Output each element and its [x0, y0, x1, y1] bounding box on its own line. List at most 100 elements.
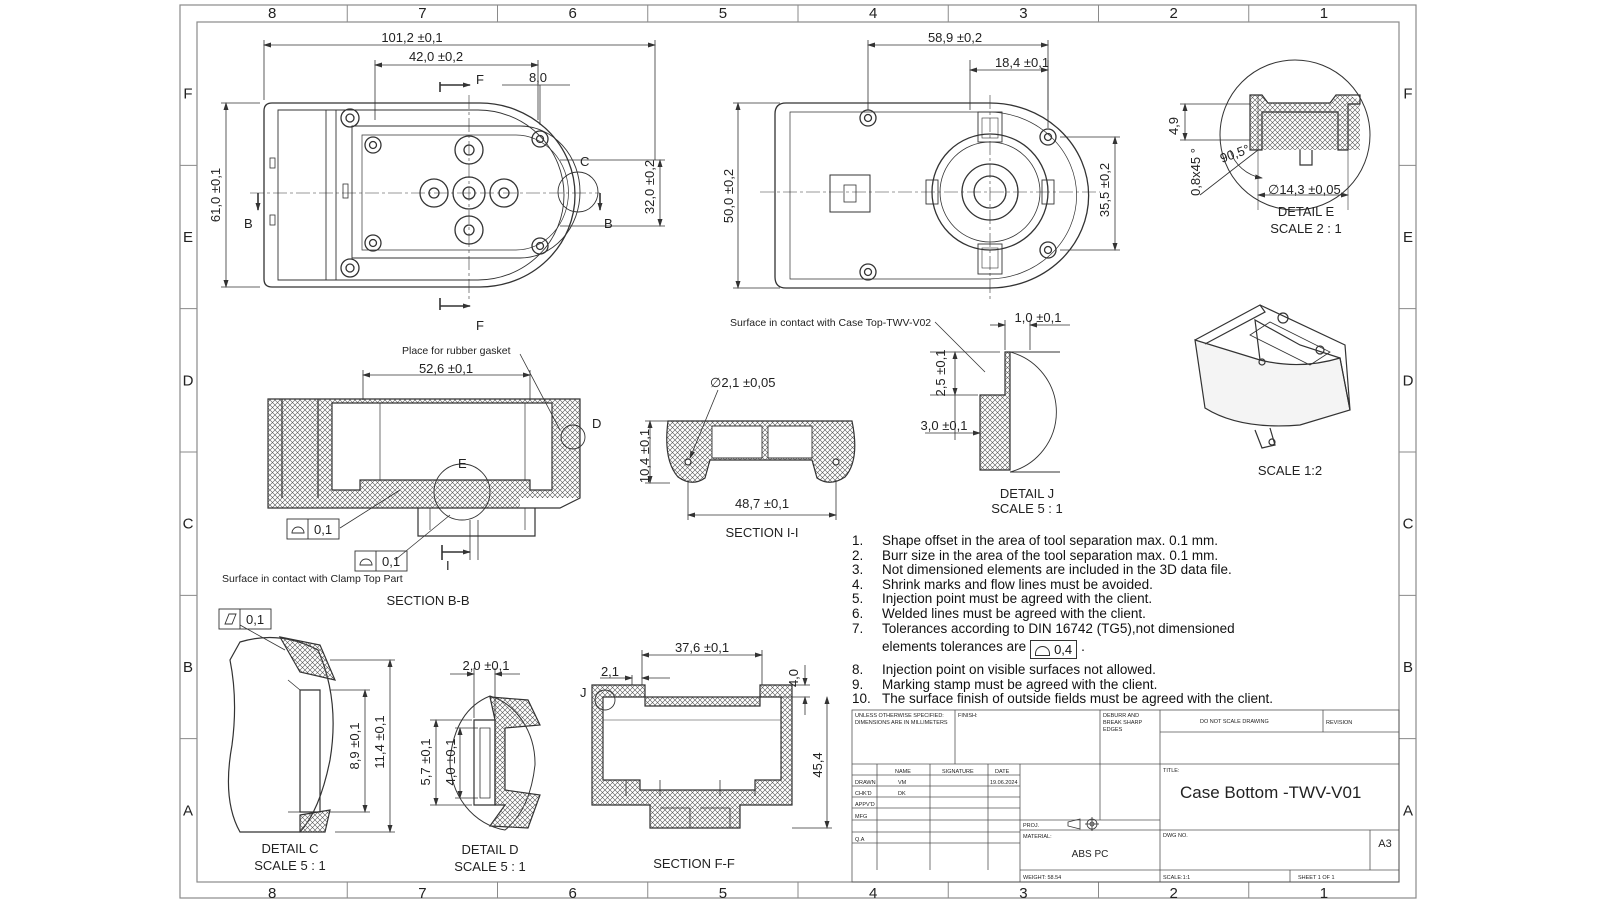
zone-row-label: E — [183, 229, 193, 246]
note-item: 10. The surface finish of outside fields … — [852, 692, 1322, 707]
note-item: 6. Welded lines must be agreed with the c… — [852, 605, 1322, 622]
isometric-view — [1194, 304, 1351, 449]
zone-col-label: 4 — [869, 5, 877, 22]
detail-j-dims — [925, 320, 1070, 470]
clamp-note: Surface in contact with Clamp Top Part — [222, 573, 403, 585]
note-text: Injection point on visible surfaces not … — [882, 662, 1156, 678]
tb-appvd: APPV'D — [855, 802, 875, 808]
section-ii-dims — [645, 389, 837, 520]
dim-2-1: 2,1 — [601, 664, 619, 679]
section-mark-f-top: F — [476, 72, 484, 87]
note-text: Burr size in the area of the tool separa… — [882, 547, 1219, 563]
tb-material: ABS PC — [1072, 849, 1109, 860]
note-text: Welded lines must be agreed with the cli… — [882, 605, 1146, 621]
title-block-text: UNLESS OTHERWISE SPECIFIED: DIMENSIONS A… — [855, 713, 1392, 881]
dim-32-0: 32,0 ±0,2 — [642, 160, 657, 214]
note-number: 10. — [852, 691, 871, 707]
detail-j-title: DETAIL J — [1000, 486, 1054, 501]
detail-j-scale: SCALE 5 : 1 — [991, 501, 1063, 516]
dim-101-2: 101,2 ±0,1 — [381, 30, 442, 45]
dim-37-6: 37,6 ±0,1 — [675, 640, 729, 655]
dim-52-6: 52,6 ±0,1 — [419, 361, 473, 376]
zone-col-label: 4 — [869, 885, 877, 900]
tb-edges: EDGES — [1103, 727, 1123, 733]
dim-11-4: 11,4 ±0,1 — [372, 715, 387, 768]
zone-row-label: F — [1403, 86, 1412, 103]
zone-row-label: A — [1403, 802, 1413, 819]
dim-dia-2-1: ∅2,1 ±0,05 — [710, 375, 775, 390]
section-bb-dims — [339, 353, 561, 561]
zone-col-label: 2 — [1169, 885, 1177, 900]
section-ii-labels: ∅2,1 ±0,05 10,4 ±0,1 48,7 ±0,1 SECTION I… — [637, 375, 798, 540]
zone-col-label: 6 — [568, 5, 576, 22]
dim-2-0: 2,0 ±0,1 — [463, 658, 510, 673]
note-item: 5.Injection point must be agreed with th… — [852, 592, 1322, 607]
tb-drawn: DRAWN — [855, 780, 876, 786]
dim-61-0: 61,0 ±0,1 — [208, 168, 223, 222]
tb-size: A3 — [1378, 838, 1391, 850]
zone-col-label: 7 — [418, 885, 426, 900]
detail-e-view — [1219, 59, 1371, 211]
zone-col-label: 5 — [719, 5, 727, 22]
detail-j-view — [979, 351, 1060, 473]
note-number: 1. — [852, 533, 864, 548]
dim-48-7: 48,7 ±0,1 — [735, 496, 789, 511]
detail-d-scale: SCALE 5 : 1 — [454, 859, 526, 874]
section-bb-view — [267, 398, 586, 560]
dim-5-7: 5,7 ±0,1 — [418, 739, 433, 786]
tb-chkd-name: DK — [898, 791, 906, 797]
dim-1-0: 1,0 ±0,1 — [1015, 310, 1062, 325]
tb-h-signature: SIGNATURE — [942, 769, 974, 775]
tb-chkd: CHK'D — [855, 791, 872, 797]
zone-row-label: D — [1403, 372, 1414, 389]
tb-dims-mm: DIMENSIONS ARE IN MILLIMETERS — [855, 720, 948, 726]
tb-deburr: DEBURR AND — [1103, 713, 1139, 719]
note-item: 8.Injection point on visible surfaces no… — [852, 663, 1322, 678]
zone-row-label: A — [183, 802, 193, 819]
dim-8-0: 8,0 — [529, 70, 547, 85]
note-number: 9. — [852, 676, 864, 692]
zone-row-label: C — [1403, 516, 1414, 533]
note-text: Tolerances according to DIN 16742 (TG5),… — [882, 620, 1235, 636]
zone-row-label: B — [183, 659, 193, 676]
section-bb-tol-2-value: 0,1 — [382, 554, 400, 569]
detail-d-dims — [430, 668, 520, 806]
note-item: 7. Tolerances according to DIN 16742 (TG5… — [852, 620, 1322, 637]
note-item: 2.Burr size in the area of the tool sepa… — [852, 547, 1322, 564]
detail-c-flat-value: 0,1 — [246, 612, 264, 627]
zone-col-label: 2 — [1169, 5, 1177, 22]
note-item: 1.Shape offset in the area of tool separ… — [852, 533, 1322, 549]
tb-proj: PROJ. — [1023, 823, 1040, 829]
tb-dwg-no: DWG NO. — [1163, 833, 1188, 839]
detail-d-view — [449, 695, 541, 831]
note-item: 9.Marking stamp must be agreed with the … — [852, 676, 1322, 693]
note-item: 3.Not dimensioned elements are included … — [852, 563, 1322, 578]
dim-dia-14-3: ∅14,3 ±0,05 — [1268, 182, 1341, 197]
note-text: The surface finish of outside fields mus… — [882, 691, 1273, 707]
profile-tolerance-frame: 0,4 — [1030, 640, 1078, 660]
tb-material-label: MATERIAL: — [1023, 834, 1052, 840]
dim-10-4: 10,4 ±0,1 — [637, 429, 652, 483]
drawing-title: Case Bottom -TWV-V01 — [1180, 783, 1361, 802]
note-number: 7. — [852, 620, 864, 636]
detail-d-title: DETAIL D — [461, 842, 518, 857]
title-block — [851, 709, 1400, 883]
zone-col-label: 1 — [1320, 885, 1328, 900]
detail-c-labels: 0,1 8,9 ±0,1 11,4 ±0,1 DETAIL C SCALE 5 … — [246, 612, 387, 873]
zone-row-label: D — [183, 372, 194, 389]
tb-qa: Q.A — [855, 837, 865, 843]
tb-title-label: TITLE: — [1163, 768, 1180, 774]
section-ff-view — [591, 684, 793, 829]
detail-c-view — [227, 636, 337, 833]
general-notes: 1.Shape offset in the area of tool separ… — [852, 533, 1322, 707]
note-number: 5. — [852, 591, 864, 607]
note-number: 6. — [852, 605, 864, 621]
section-mark-f-bottom: F — [476, 318, 484, 333]
section-bb-tol-1 — [286, 518, 340, 540]
detail-mark-c: C — [580, 154, 589, 169]
section-ff-labels: 37,6 ±0,1 2,1 4,0 45,4 J SECTION F-F — [580, 640, 825, 871]
section-ii-view — [666, 420, 856, 483]
dim-18-4: 18,4 ±0,1 — [995, 55, 1049, 70]
note-period: . — [1081, 639, 1085, 655]
